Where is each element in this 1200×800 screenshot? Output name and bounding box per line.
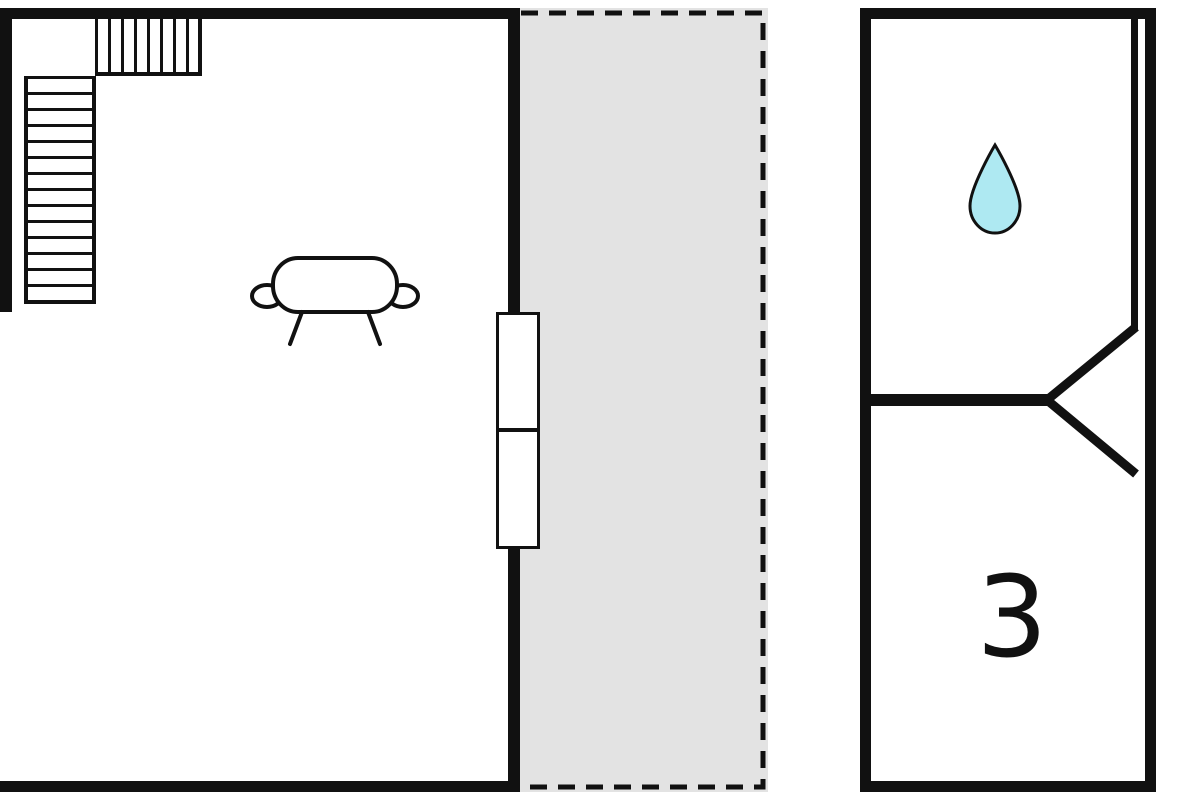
sofa-leg-right [366,310,382,346]
bedroom-number: 3 [976,553,1048,683]
sofa-icon [250,252,420,352]
water-drop-shape [968,142,1022,235]
sofa-body [271,256,399,314]
sofa-leg-left [288,310,304,346]
divider-wall [869,394,1053,406]
staircase-upper-run [95,19,202,76]
window-lower-casement [496,429,540,549]
window-upper-casement [496,312,540,431]
terrace [520,8,768,792]
left-wall [0,8,12,312]
staircase-lower-run [24,76,96,304]
water-drop-icon [966,142,1024,238]
inner-wall-line [1131,19,1138,331]
